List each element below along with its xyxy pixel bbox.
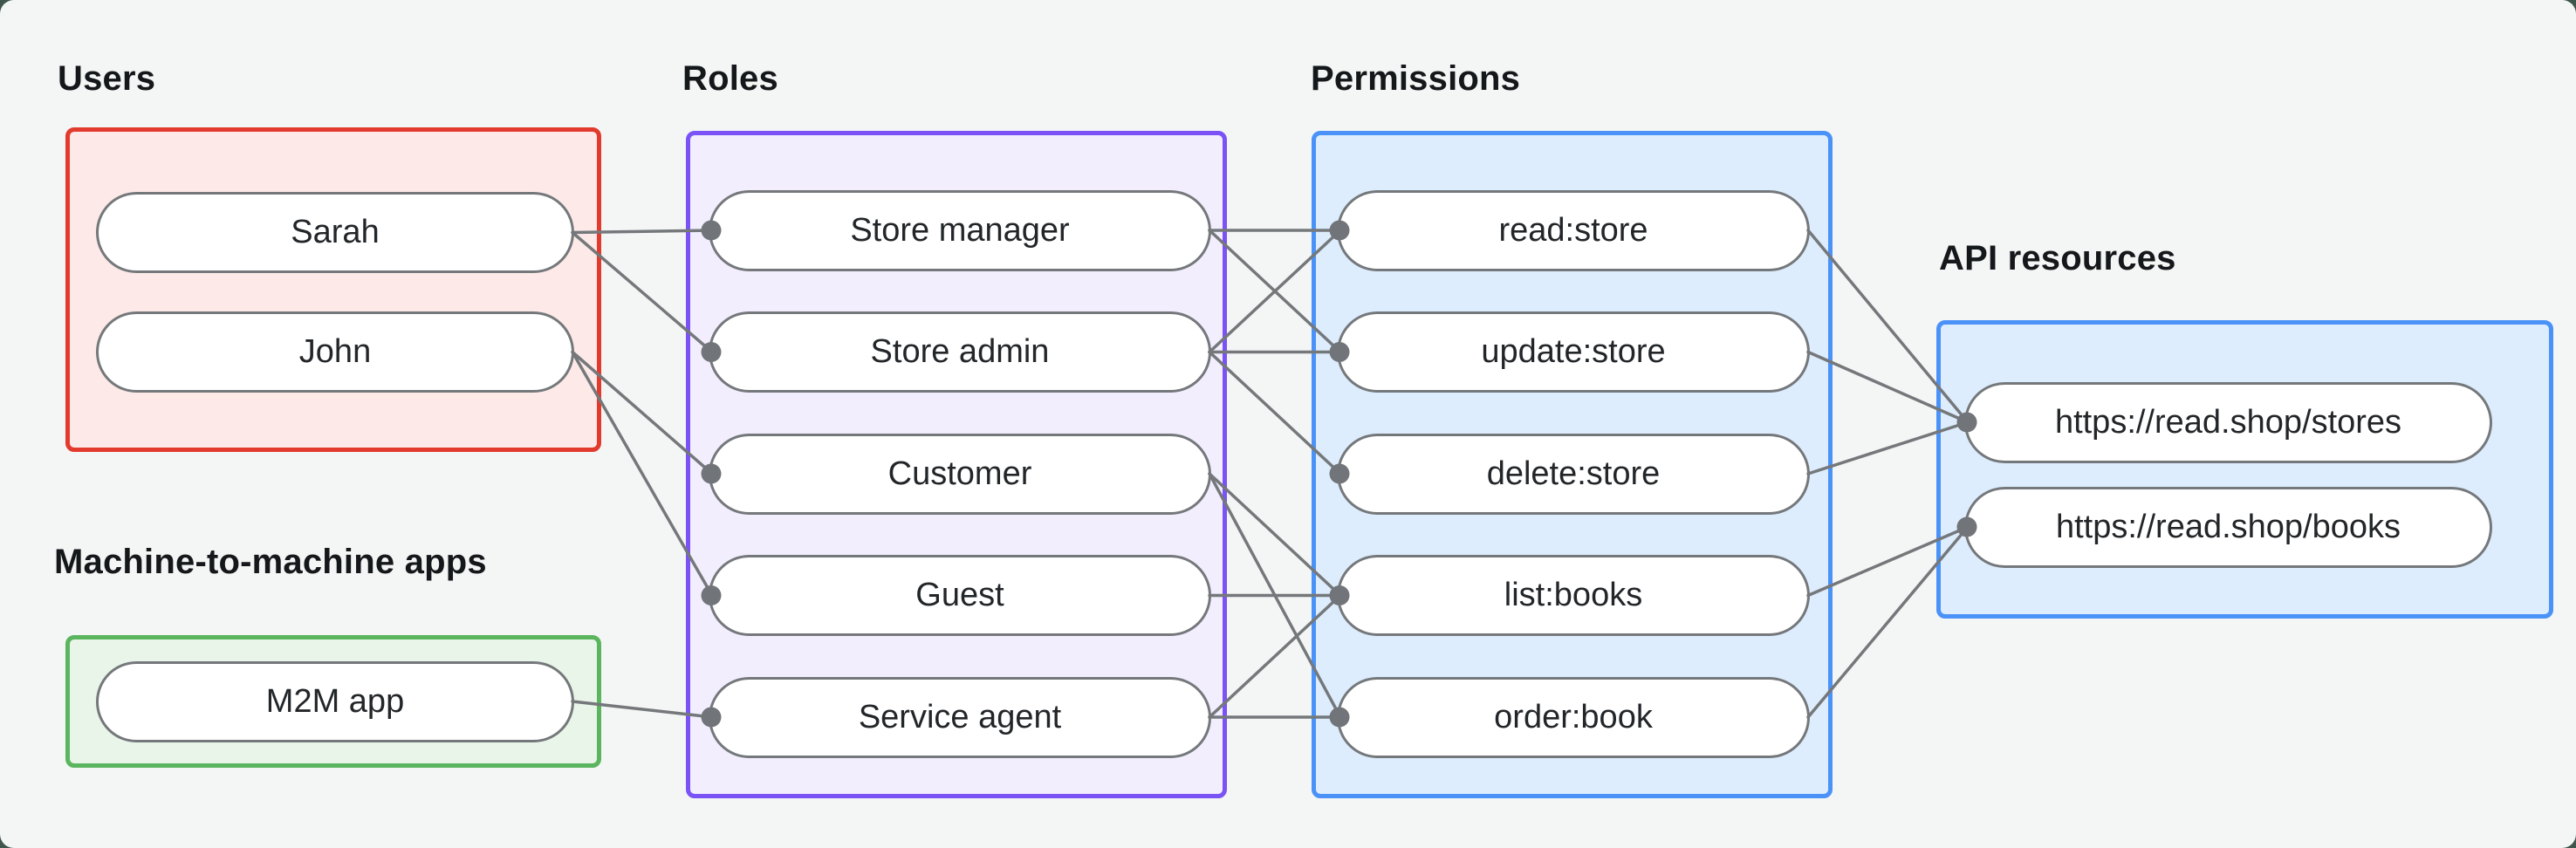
api-resources-box: [1936, 320, 2553, 619]
node-pill-delete-store: delete:store: [1337, 433, 1810, 515]
machine-to-machine-apps-label: Machine-to-machine apps: [54, 543, 487, 581]
node-pill-list-books: list:books: [1337, 555, 1810, 636]
node-pill-api-stores: https://read.shop/stores: [1964, 381, 2492, 463]
node-pill-order-book: order:book: [1337, 676, 1810, 758]
node-pill-john: John: [96, 311, 574, 393]
node-pill-service-agent: Service agent: [709, 676, 1211, 758]
node-pill-sarah: Sarah: [96, 192, 574, 273]
permissions-label: Permissions: [1311, 59, 1521, 98]
users-label: Users: [58, 59, 156, 98]
node-pill-update-store: update:store: [1337, 311, 1810, 393]
node-pill-customer: Customer: [709, 433, 1211, 515]
users-box: [65, 127, 601, 452]
api-resources-label: API resources: [1939, 239, 2176, 277]
roles-label: Roles: [682, 59, 778, 98]
node-pill-m2m-app: M2M app: [96, 660, 574, 742]
node-pill-read-store: read:store: [1337, 189, 1810, 271]
node-pill-api-books: https://read.shop/books: [1964, 486, 2492, 568]
node-pill-store-admin: Store admin: [709, 311, 1211, 393]
node-pill-guest: Guest: [709, 555, 1211, 636]
node-pill-store-manager: Store manager: [709, 189, 1211, 271]
